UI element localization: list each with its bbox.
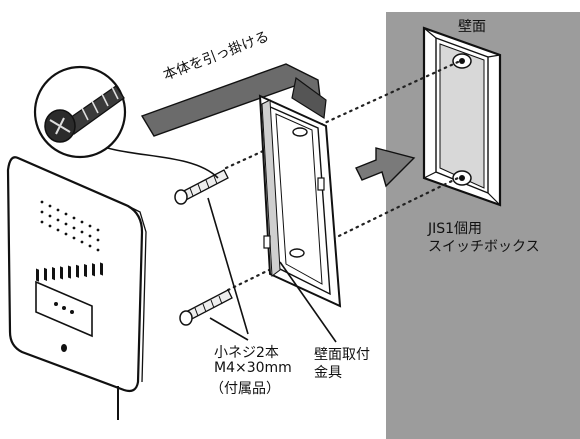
- mounting-bracket: [258, 94, 342, 308]
- push-arrow-icon: [355, 147, 416, 188]
- call-button: [35, 280, 93, 338]
- screw-icon: [174, 169, 229, 205]
- wall-label: 壁面: [458, 19, 486, 35]
- screw-label-2: M4×30mm: [214, 360, 292, 376]
- intercom-unit: [6, 156, 147, 420]
- screw-label-1: 小ネジ2本: [214, 345, 279, 361]
- screw-icon: [179, 289, 233, 326]
- magnifier-icon: [33, 65, 219, 179]
- screw-icon: [44, 85, 125, 143]
- hook-arrow-icon: [140, 63, 327, 137]
- switch-box-label-2: スイッチボックス: [428, 239, 540, 255]
- switch-box: [422, 26, 502, 207]
- bracket-label-2: 金具: [314, 365, 342, 381]
- louver-slots: [36, 262, 103, 282]
- leader-lines: [207, 197, 337, 343]
- screw-label-3: （付属品）: [210, 381, 280, 397]
- bracket-label-1: 壁面取付: [314, 347, 370, 363]
- switch-box-label-1: JIS1個用: [428, 221, 483, 237]
- speaker-grille: [40, 200, 100, 252]
